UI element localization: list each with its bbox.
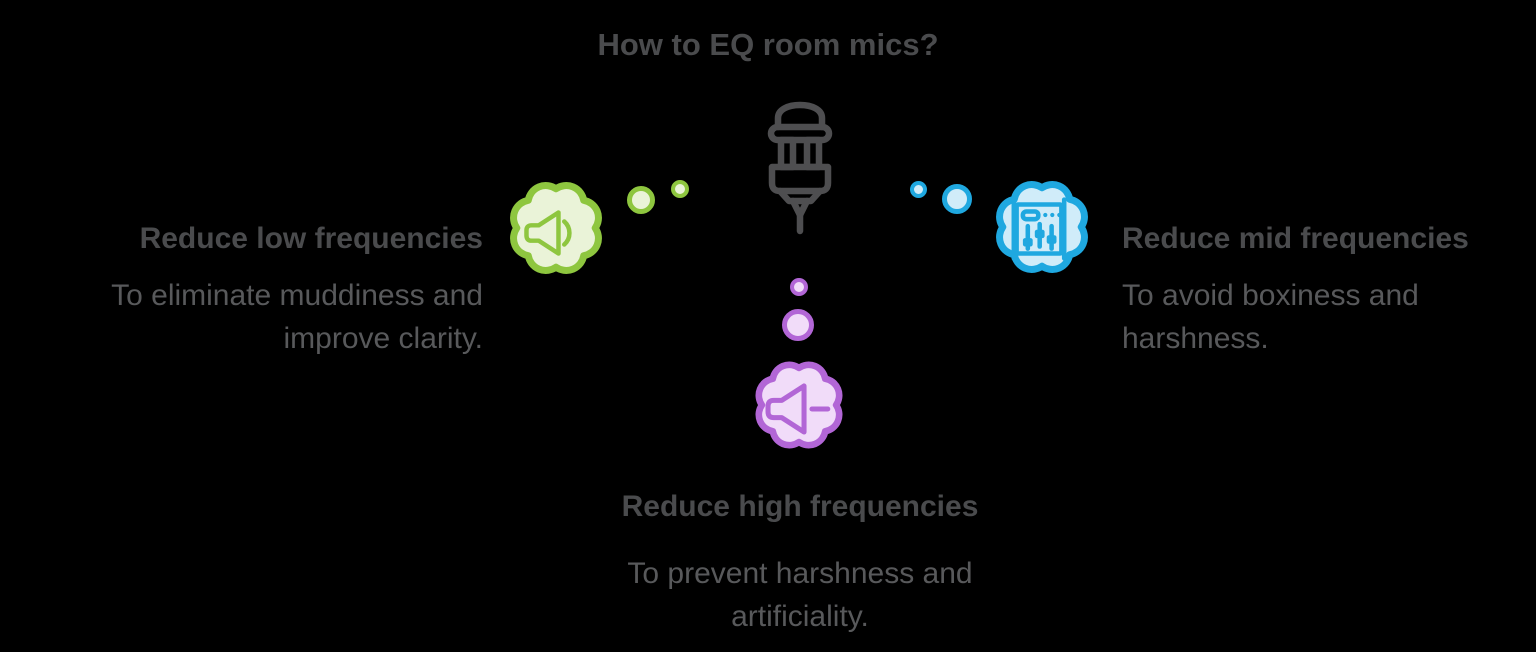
thought-trail-dot [627,186,655,214]
mid-frequencies-description: To avoid boxiness and harshness. [1122,279,1419,355]
low-frequencies-description: To eliminate muddiness and improve clari… [111,279,483,355]
low-frequencies-heading: Reduce low frequencies [139,222,483,255]
mid-frequencies-text-block: Reduce mid frequencies To avoid boxiness… [1122,220,1536,360]
low-frequencies-text-block: Reduce low frequencies To eliminate mudd… [40,220,483,360]
hanging-room-microphone-icon [767,101,833,235]
high-frequencies-text-block: Reduce high frequencies To prevent harsh… [450,488,1150,638]
high-frequencies-description: To prevent harshness and artificiality. [627,557,973,633]
thought-trail-dot [671,180,689,198]
mid-frequencies-heading: Reduce mid frequencies [1122,222,1469,255]
eq-sliders-panel-icon [1011,197,1067,261]
high-frequencies-heading: Reduce high frequencies [621,490,979,523]
speaker-minus-icon [765,383,831,435]
thought-trail-dot [910,181,927,198]
page-title: How to EQ room mics? [597,27,939,62]
thought-trail-dot [942,184,972,214]
thought-trail-dot [790,278,808,296]
speaker-volume-icon [524,210,572,256]
thought-trail-dot [782,309,814,341]
